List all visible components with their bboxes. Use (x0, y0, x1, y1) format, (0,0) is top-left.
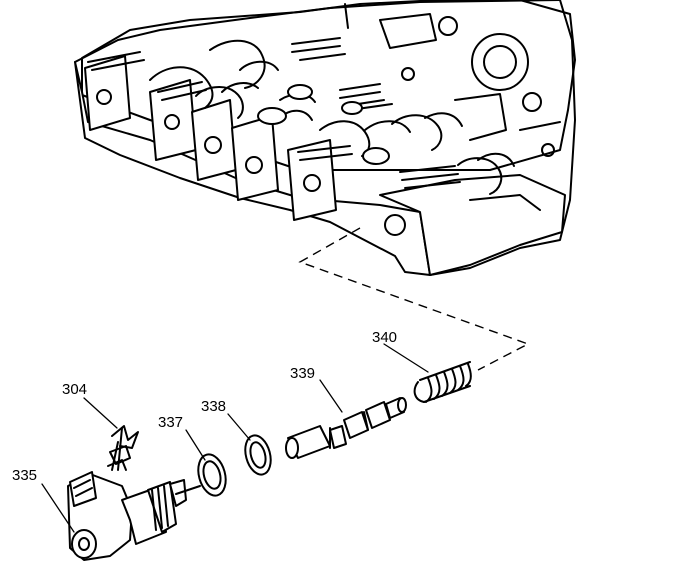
leader-lines (41, 343, 429, 533)
valve-spool (285, 397, 407, 459)
callout-337: 337 (158, 414, 183, 431)
callout-338: 338 (201, 398, 226, 415)
callout-339: 339 (290, 365, 315, 382)
solenoid-body (67, 471, 201, 561)
callout-304: 304 (62, 381, 87, 398)
valve-spring (413, 361, 472, 403)
callout-335: 335 (12, 467, 37, 484)
casting-details (344, 3, 561, 211)
o-ring-338 (244, 434, 272, 476)
valve-body-casting (74, 0, 576, 276)
spool-bores (149, 39, 515, 195)
callout-340: 340 (372, 329, 397, 346)
retainer-clip (107, 425, 139, 471)
assembly-guide-lines (298, 227, 530, 371)
o-ring-337 (197, 453, 227, 497)
